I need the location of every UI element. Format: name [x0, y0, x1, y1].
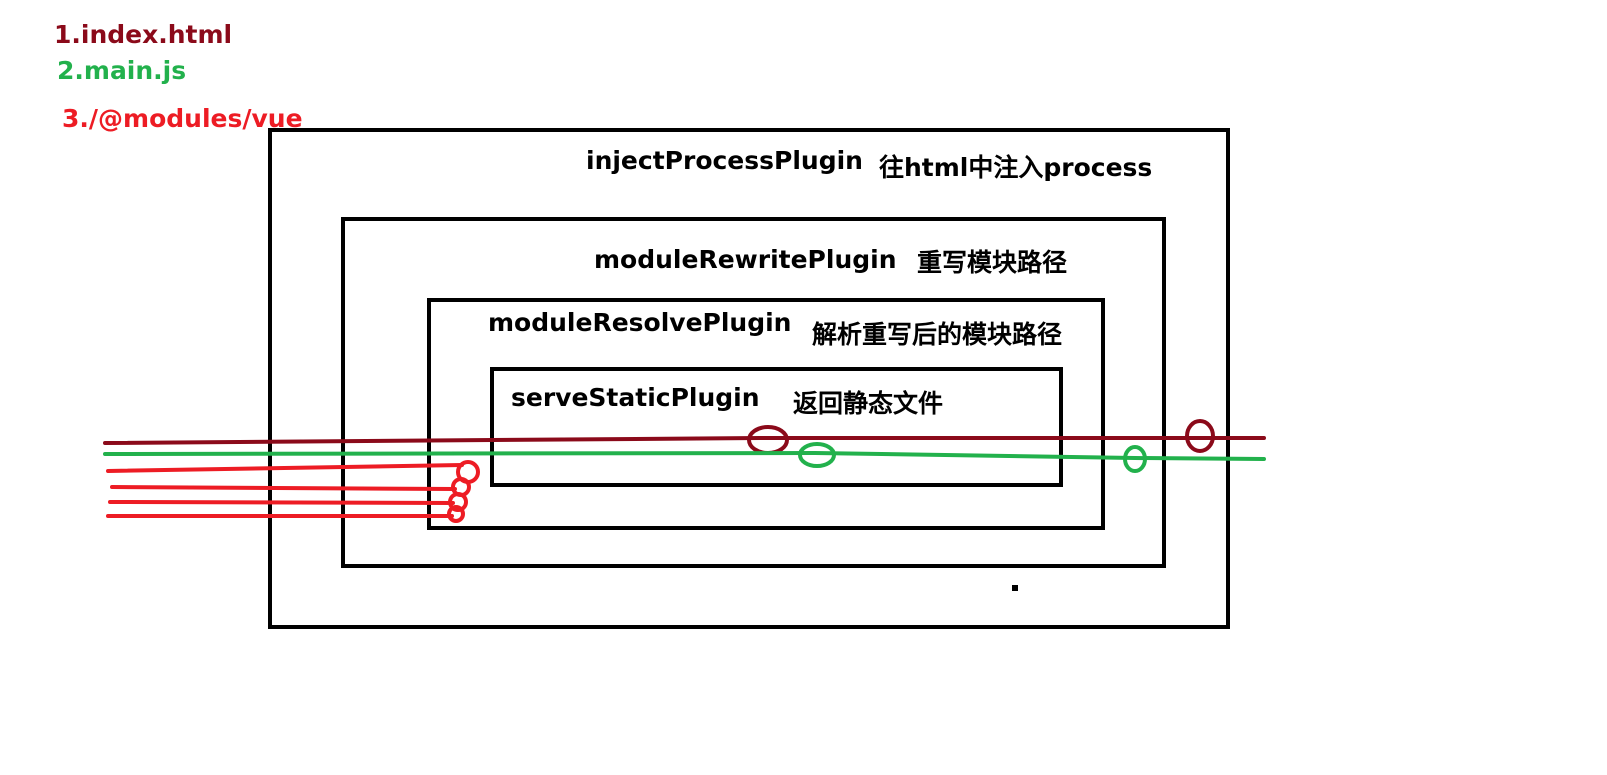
inject-process-plugin-label: injectProcessPlugin — [586, 146, 863, 175]
module-rewrite-plugin-description: 重写模块路径 — [917, 248, 1068, 277]
module-rewrite-plugin-label: moduleRewritePlugin — [594, 245, 897, 274]
serve-static-plugin-box — [490, 367, 1063, 487]
legend-modules-vue: 3./@modules/vue — [62, 104, 303, 133]
main-js-circle-serve-static — [798, 442, 836, 468]
module-resolve-plugin-description: 解析重写后的模块路径 — [812, 320, 1063, 349]
main-js-circle-module-rewrite — [1123, 445, 1147, 473]
modules-vue-request-line-2 — [110, 485, 457, 491]
legend-main-js: 2.main.js — [57, 56, 187, 85]
modules-vue-request-line-1 — [106, 463, 464, 473]
index-html-circle-inject-process — [1185, 419, 1215, 453]
legend-index-html: 1.index.html — [54, 20, 233, 49]
index-html-request-line — [103, 436, 1266, 445]
stray-dot — [1012, 585, 1018, 591]
serve-static-plugin-label: serveStaticPlugin — [511, 383, 760, 412]
serve-static-plugin-description: 返回静态文件 — [793, 389, 944, 418]
main-js-request-line — [103, 450, 1266, 461]
modules-vue-request-line-3 — [108, 500, 455, 505]
modules-vue-circle-4 — [447, 505, 465, 523]
module-resolve-plugin-box — [427, 298, 1105, 530]
modules-vue-circle-3 — [448, 492, 468, 512]
inject-process-plugin-box — [268, 128, 1230, 629]
module-resolve-plugin-label: moduleResolvePlugin — [488, 308, 792, 337]
module-rewrite-plugin-box — [341, 217, 1166, 568]
inject-process-plugin-description: 往html中注入process — [879, 153, 1153, 182]
